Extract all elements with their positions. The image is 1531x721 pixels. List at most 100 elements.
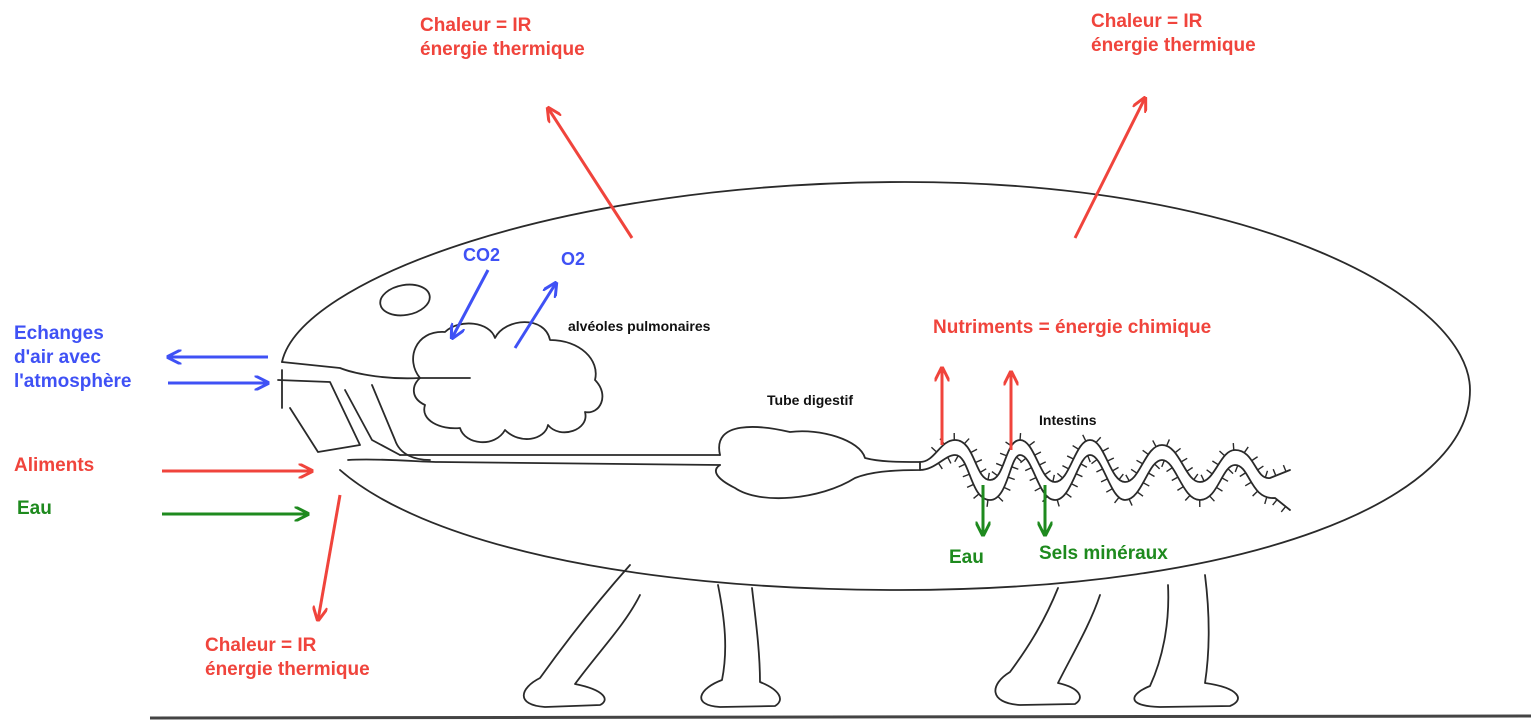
villus — [1108, 458, 1114, 461]
villus — [1265, 471, 1267, 478]
villus — [1103, 448, 1109, 451]
villus — [931, 447, 936, 452]
villus — [1091, 459, 1097, 463]
villus — [1112, 467, 1118, 470]
heat-arrow-bottom — [318, 495, 340, 620]
villus — [1235, 465, 1238, 472]
villus — [1187, 468, 1193, 472]
villus — [1222, 478, 1228, 481]
villus — [1071, 484, 1077, 487]
legs — [524, 565, 1238, 707]
villus — [1076, 474, 1082, 477]
villus — [959, 464, 965, 467]
villus — [1096, 469, 1102, 472]
villus — [1143, 483, 1149, 486]
villus — [1162, 460, 1165, 467]
o2-label: O2 — [561, 248, 585, 271]
villus — [1029, 441, 1035, 445]
villus — [1073, 446, 1079, 450]
villus — [1185, 495, 1190, 500]
stomach — [716, 427, 920, 498]
villus — [1066, 493, 1072, 497]
villus — [1004, 487, 1010, 490]
villus — [1137, 492, 1143, 496]
intestines-label: Intestins — [1039, 412, 1097, 430]
alveoli-cluster — [413, 322, 602, 442]
villus — [1240, 473, 1246, 477]
villus — [1207, 470, 1213, 474]
villus — [1244, 447, 1248, 453]
villus — [1143, 450, 1149, 454]
villus — [1245, 482, 1251, 486]
villus — [974, 494, 979, 498]
villus — [1083, 435, 1086, 441]
villus — [1096, 437, 1101, 442]
minerals-label: Sels minéraux — [1039, 542, 1168, 566]
villus — [1201, 475, 1204, 481]
villus — [1175, 448, 1181, 452]
small-oval — [378, 281, 432, 319]
villus — [987, 500, 988, 507]
villus — [998, 496, 1003, 501]
villus — [980, 469, 986, 473]
villus — [1167, 439, 1170, 445]
villus — [1000, 453, 1007, 456]
digestive-tube-label: Tube digestif — [767, 392, 853, 410]
co2-arrow — [452, 270, 488, 338]
alveoli-label: alvéoles pulmonaires — [568, 318, 710, 336]
villus — [1039, 462, 1045, 465]
villus — [1115, 497, 1119, 502]
villus — [1053, 475, 1054, 482]
villus — [964, 439, 969, 444]
villus — [1057, 500, 1059, 507]
villus — [1281, 507, 1285, 512]
villus — [1265, 497, 1267, 504]
villus — [1017, 457, 1022, 462]
villus — [992, 472, 998, 476]
villus — [1030, 478, 1036, 481]
villus — [1025, 468, 1031, 471]
villus — [1126, 475, 1129, 481]
villus — [975, 460, 981, 463]
villus — [1210, 496, 1215, 501]
villus — [963, 474, 970, 477]
villus — [1172, 477, 1178, 480]
villus — [967, 484, 973, 487]
villus — [1167, 468, 1173, 472]
villus — [1101, 479, 1107, 482]
villus — [948, 457, 951, 463]
villus — [1131, 469, 1137, 473]
villus — [1212, 461, 1218, 465]
villus — [1088, 456, 1090, 463]
airway-structures — [278, 362, 720, 465]
villus — [1008, 477, 1015, 479]
villus — [1283, 465, 1286, 471]
villus — [1181, 458, 1187, 462]
water-out-label: Eau — [949, 546, 984, 570]
ground-line — [150, 716, 1531, 718]
villus — [1012, 467, 1019, 469]
villus — [1119, 474, 1123, 480]
water-in-label: Eau — [17, 497, 52, 521]
villus — [938, 463, 942, 469]
villus — [971, 449, 977, 452]
heat-label-top-right: Chaleur = IRénergie thermique — [1091, 10, 1256, 58]
villus — [1129, 499, 1132, 505]
villus — [1062, 466, 1068, 469]
villus — [1273, 469, 1276, 475]
villus — [988, 473, 989, 480]
villus — [955, 456, 958, 462]
villus — [1153, 440, 1156, 446]
body-outline — [282, 182, 1470, 590]
villus — [1057, 473, 1062, 478]
villus — [1106, 489, 1112, 493]
villus — [1273, 500, 1277, 505]
villus — [1177, 487, 1183, 491]
villus — [1035, 452, 1041, 455]
villus — [1194, 474, 1198, 480]
villus — [1155, 464, 1160, 469]
